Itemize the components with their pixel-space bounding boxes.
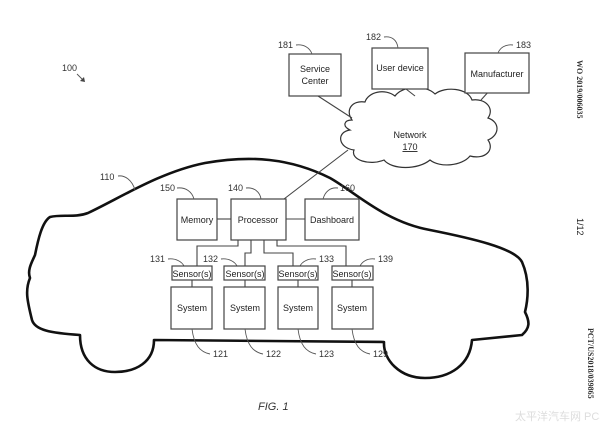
ref-160-leader (322, 187, 339, 200)
ref-121-leader (191, 328, 211, 355)
sensor-system-139-129: 139 Sensor(s) System 129 (331, 254, 393, 359)
ref-182-leader (383, 36, 399, 49)
ref-150-leader (176, 187, 195, 200)
processor-sensor-131-link (196, 240, 239, 266)
ref-181-leader (295, 44, 313, 55)
user-device-label: User device (376, 63, 424, 73)
sensor-label: Sensor(s) (332, 269, 371, 279)
processor-sensor-133-link (263, 240, 294, 266)
ref-183: 183 (516, 40, 531, 50)
dashboard-node: Dashboard 160 (304, 183, 360, 241)
sensor-label: Sensor(s) (278, 269, 317, 279)
user-device-network-link (405, 88, 416, 97)
sensor-system-131-121: 131 Sensor(s) System 121 (150, 254, 228, 359)
ref-129: 129 (373, 349, 388, 359)
ref-122: 122 (266, 349, 281, 359)
service-center-node: Service Center 181 (278, 40, 342, 97)
dashboard-box (304, 198, 360, 241)
ref-132: 132 (203, 254, 218, 264)
ref-181: 181 (278, 40, 293, 50)
ref-100-arrow-head (80, 77, 85, 82)
ref-140-leader (245, 187, 262, 200)
ref-131: 131 (150, 254, 165, 264)
sensor-label: Sensor(s) (225, 269, 264, 279)
processor-label: Processor (238, 215, 279, 225)
ref-140: 140 (228, 183, 243, 193)
system-label: System (177, 303, 207, 313)
ref-132-leader (220, 258, 238, 267)
user-device-box (371, 47, 429, 90)
service-center-label-2: Center (301, 76, 328, 86)
ref-122-leader (244, 328, 264, 355)
page-number: 1/12 (575, 218, 585, 236)
ref-183-leader (497, 44, 514, 54)
system-label: System (337, 303, 367, 313)
manufacturer-label: Manufacturer (470, 69, 523, 79)
ref-129-leader (351, 328, 371, 355)
system-box (277, 286, 319, 330)
ref-133-leader (299, 258, 317, 267)
processor-node: Processor 140 (228, 183, 287, 241)
system-box (223, 286, 266, 330)
network-label: Network (393, 130, 427, 140)
system-box (170, 286, 213, 330)
sensor-system-133-123: 133 Sensor(s) System 123 (277, 254, 334, 359)
processor-sensor-139-link (276, 240, 347, 266)
user-device-node: User device 182 (366, 32, 429, 90)
ref-131-leader (167, 258, 185, 267)
ref-110-leader (117, 175, 136, 191)
memory-node: Memory 150 (160, 183, 218, 241)
manufacturer-box (464, 52, 530, 94)
service-center-network-link (317, 95, 353, 119)
publication-number: WO 2019/006035 (575, 60, 584, 118)
memory-label: Memory (181, 215, 214, 225)
dashboard-label: Dashboard (310, 215, 354, 225)
ref-123: 123 (319, 349, 334, 359)
system-label: System (230, 303, 260, 313)
network-ref: 170 (402, 142, 417, 152)
ref-160: 160 (340, 183, 355, 193)
processor-box (230, 198, 287, 241)
service-center-label-1: Service (300, 64, 330, 74)
ref-139: 139 (378, 254, 393, 264)
ref-182: 182 (366, 32, 381, 42)
system-label: System (283, 303, 313, 313)
application-number: PCT/US2018/039865 (586, 328, 595, 399)
ref-123-leader (297, 328, 317, 355)
sensor-label: Sensor(s) (172, 269, 211, 279)
manufacturer-node: Manufacturer 183 (464, 40, 531, 94)
system-box (331, 286, 374, 330)
watermark: 太平洋汽车网 PCauto.com.cn (515, 409, 600, 423)
figure-caption: FIG. 1 (258, 401, 289, 413)
ref-121: 121 (213, 349, 228, 359)
ref-139-leader (359, 258, 376, 267)
ref-150: 150 (160, 183, 175, 193)
ref-133: 133 (319, 254, 334, 264)
processor-network-link (283, 149, 349, 200)
ref-110: 110 (100, 172, 114, 182)
processor-sensor-132-link (244, 240, 252, 266)
network-cloud (340, 86, 498, 169)
sensor-system-132-122: 132 Sensor(s) System 122 (203, 254, 281, 359)
ref-100: 100 (62, 63, 77, 73)
service-center-box (288, 53, 342, 97)
memory-box (176, 198, 218, 241)
